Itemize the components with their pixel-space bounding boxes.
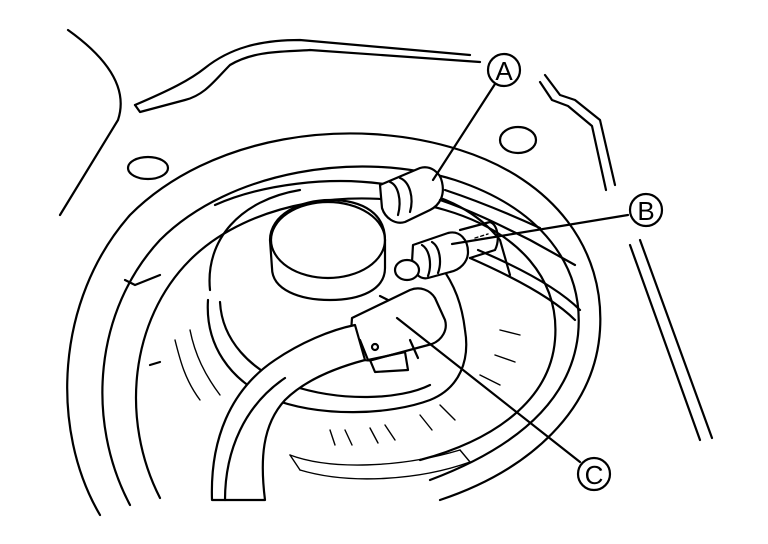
- pump-cylinder: [268, 198, 387, 302]
- hose-a: [378, 166, 577, 267]
- callout-b-label: B: [637, 196, 654, 226]
- leader-line-b: [450, 213, 630, 246]
- hose-b: [393, 220, 582, 322]
- body-panel: [58, 28, 714, 442]
- callout-a-label: A: [495, 56, 513, 86]
- leader-lines: [395, 82, 630, 464]
- pump-well: [66, 132, 602, 517]
- pump-base-plate: [174, 179, 521, 480]
- callout-c-label: C: [585, 460, 604, 490]
- callout-b: B: [628, 192, 664, 228]
- callout-c: C: [576, 456, 612, 492]
- leader-line-c: [395, 316, 582, 464]
- leader-line-a: [431, 82, 497, 182]
- wire-harness: [210, 323, 367, 502]
- callout-a: A: [486, 52, 522, 88]
